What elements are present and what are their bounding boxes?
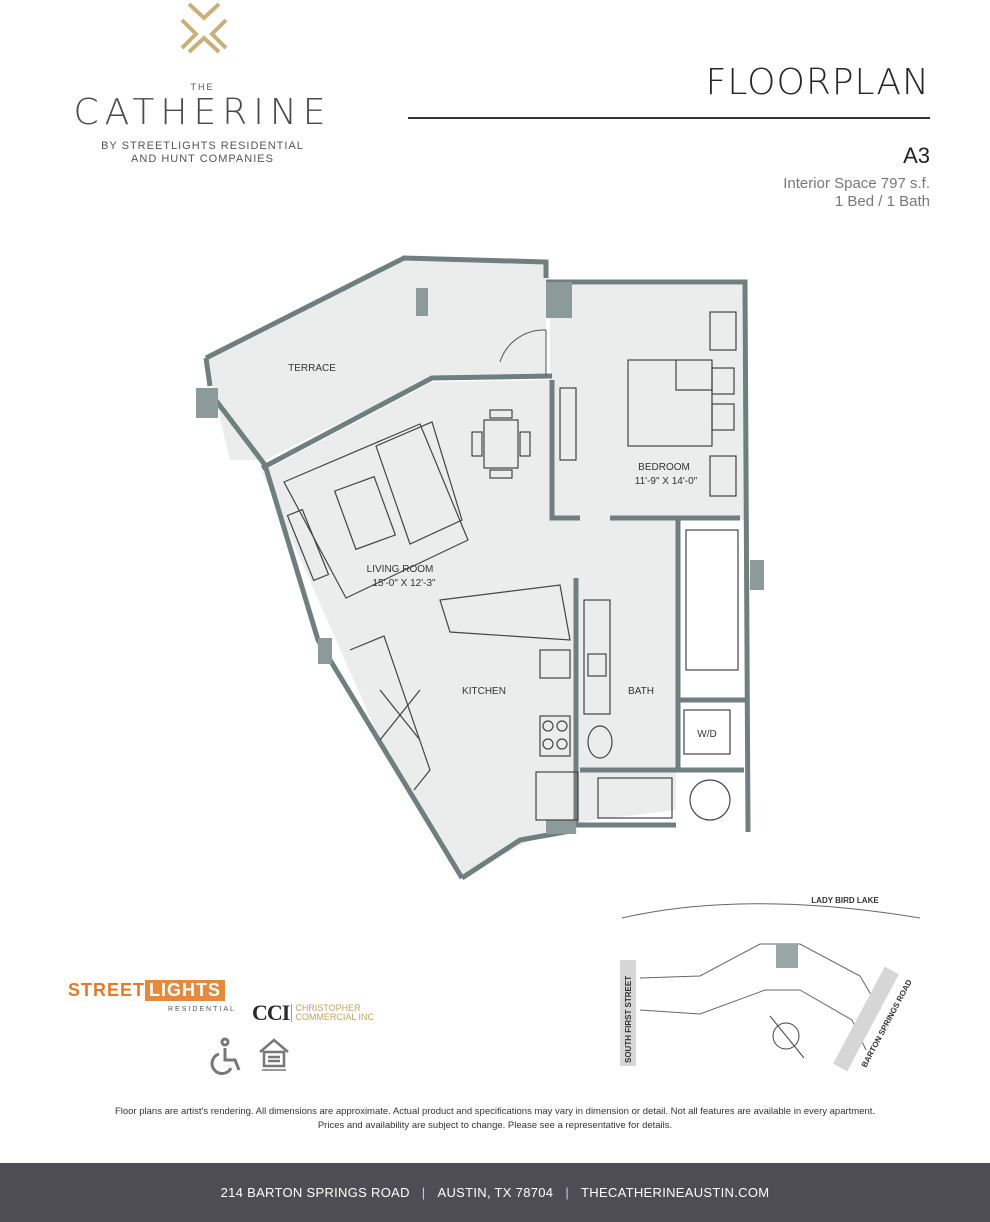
label-bedroom: BEDROOM — [638, 462, 690, 473]
label-bedroom-dims: 11'-9" X 14'-0" — [635, 476, 698, 487]
site-map: LADY BIRD LAKE SOUTH FIRST STREET BARTON… — [620, 896, 921, 1072]
label-washer-dryer: W/D — [697, 729, 716, 740]
brand-name: CATHERINE — [73, 92, 332, 133]
footer-bar: 214 BARTON SPRINGS ROAD | AUSTIN, TX 787… — [0, 1163, 990, 1222]
streetlights-logo-b: LIGHTS — [145, 980, 226, 1001]
footer-address: 214 BARTON SPRINGS ROAD — [220, 1185, 410, 1200]
equal-housing-icon — [259, 1038, 289, 1071]
unit-rooms: 1 Bed / 1 Bath — [834, 193, 930, 210]
cci-logo-text-1: CHRISTOPHER — [295, 1003, 361, 1013]
unit-interior-space: Interior Space 797 s.f. — [783, 175, 930, 192]
label-kitchen: KITCHEN — [462, 686, 506, 697]
brand-the: THE — [190, 82, 215, 92]
unit-code: A3 — [903, 143, 930, 168]
floorplan-drawing: TERRACE BEDROOM 11'-9" X 14'-0" LIVING R… — [196, 255, 764, 881]
streetlights-logo-sub: RESIDENTIAL — [168, 1006, 236, 1013]
brand-byline-1: BY STREETLIGHTS RESIDENTIAL — [101, 140, 304, 152]
wheelchair-icon — [210, 1037, 241, 1076]
map-street-2-bar — [833, 966, 899, 1072]
brand-logo-mark — [180, 2, 228, 54]
cci-logo-text-2: COMMERCIAL INC — [295, 1012, 375, 1022]
disclaimer-line-1: Floor plans are artist's rendering. All … — [114, 1106, 876, 1117]
map-lake-label: LADY BIRD LAKE — [811, 896, 879, 905]
label-bath: BATH — [628, 686, 654, 697]
title-divider — [408, 117, 930, 119]
footer-city: AUSTIN, TX 78704 — [437, 1185, 554, 1200]
streetlights-logo-a: STREET — [68, 980, 146, 1000]
brand-byline-2: AND HUNT COMPANIES — [131, 153, 274, 165]
footer-separator: | — [421, 1185, 426, 1200]
label-living-dims: 15'-0" X 12'-3" — [372, 578, 436, 589]
map-street-1-bar — [620, 960, 636, 1066]
footer-separator: | — [565, 1185, 570, 1200]
disclaimer-line-2: Prices and availability are subject to c… — [317, 1120, 673, 1131]
label-living-room: LIVING ROOM — [367, 564, 434, 575]
map-street-1-label: SOUTH FIRST STREET — [624, 976, 633, 1063]
page-title: FLOORPLAN — [705, 62, 930, 103]
label-terrace: TERRACE — [288, 363, 336, 374]
cci-logo-mark: CCI — [252, 1000, 290, 1025]
footer-website-link[interactable]: THECATHERINEAUSTIN.COM — [581, 1185, 770, 1200]
